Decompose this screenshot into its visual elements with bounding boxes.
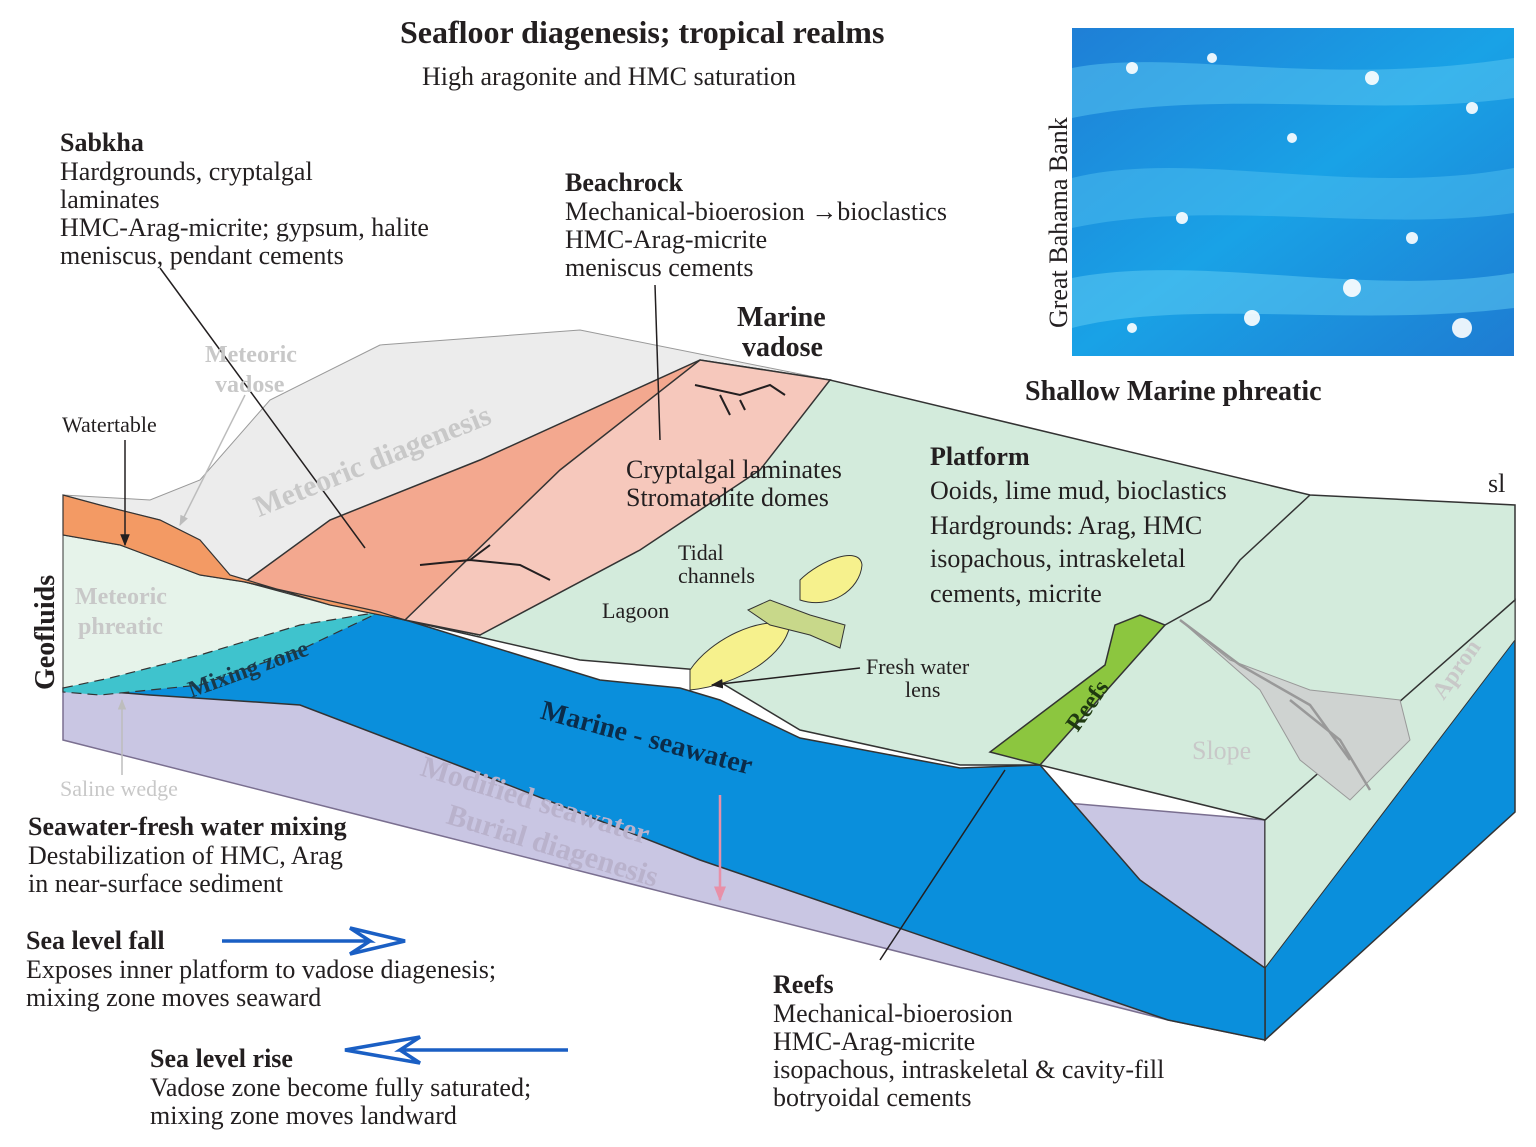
beachrock-cracks: [419, 383, 786, 581]
reefs-note-line: isopachous, intraskeletal & cavity-fill: [773, 1055, 1165, 1084]
beachrock-line: HMC-Arag-micrite: [565, 225, 768, 254]
reefs-note-line: HMC-Arag-micrite: [773, 1027, 976, 1056]
sea-level-rise-line: mixing zone moves landward: [150, 1101, 457, 1130]
beachrock-band: [403, 359, 832, 636]
tidal-channels-label: Tidal: [678, 540, 724, 565]
beachrock-line: meniscus cements: [565, 253, 754, 282]
tidal-shoal-upper: [799, 555, 863, 604]
cryptalgal-label: Cryptalgal laminates: [626, 455, 842, 484]
mixing-zone-area: [62, 611, 381, 696]
platform-line: cements, micrite: [930, 579, 1102, 608]
sabkha-line: meniscus, pendant cements: [60, 241, 344, 270]
diagram-subtitle: High aragonite and HMC saturation: [422, 62, 797, 91]
reefs-leader: [879, 769, 1006, 961]
shallow-marine-phreatic-label: Shallow Marine phreatic: [1025, 376, 1322, 407]
sea-level-fall-line: mixing zone moves seaward: [26, 983, 322, 1012]
shelf-edge-line: [1164, 494, 1311, 626]
meteoric-phreatic-label: Meteoric: [75, 584, 167, 610]
sabkha-line: Hardgrounds, cryptalgal: [60, 157, 313, 186]
sea-level-fall-line: Exposes inner platform to vadose diagene…: [26, 955, 497, 984]
mixing-note-heading: Seawater-fresh water mixing: [28, 812, 347, 841]
fresh-water-lens-label: Fresh water: [866, 654, 970, 679]
sea-level-rise-arrow: [344, 1035, 568, 1065]
lagoon-label: Lagoon: [602, 598, 670, 623]
sabkha-line: HMC-Arag-micrite; gypsum, halite: [60, 213, 429, 242]
mixing-note-line: in near-surface sediment: [28, 869, 284, 898]
marine-vadose-label: Marine: [737, 302, 826, 333]
platform-heading: Platform: [930, 442, 1030, 471]
apron-fan: [1179, 619, 1411, 801]
beachrock-leader: [654, 284, 661, 441]
sea-level-fall-arrow: [222, 926, 406, 956]
platform-line: Hardgrounds: Arag, HMC: [930, 511, 1203, 540]
reefs-note-line: botryoidal cements: [773, 1083, 972, 1112]
sea-level-fall-heading: Sea level fall: [26, 926, 165, 955]
slope-label: Slope: [1192, 736, 1252, 765]
tidal-channels-label: channels: [678, 563, 755, 588]
meteoric-vadose-arrow: [179, 394, 246, 526]
geofluids-label: Geofluids: [30, 574, 61, 690]
sabkha-heading: Sabkha: [60, 128, 144, 157]
tidal-channel: [746, 599, 846, 649]
apron-channels: [1179, 619, 1372, 791]
platform-line: Ooids, lime mud, bioclastics: [930, 476, 1227, 505]
mixing-note-line: Destabilization of HMC, Arag: [28, 841, 343, 870]
reefs-note-heading: Reefs: [773, 970, 834, 999]
platform-line: isopachous, intraskeletal: [930, 544, 1186, 573]
marine-vadose-label: vadose: [742, 332, 823, 363]
meteoric-vadose-label: Meteoric: [205, 342, 297, 368]
sea-level-rise-heading: Sea level rise: [150, 1044, 293, 1073]
photo-caption: Great Bahama Bank: [1044, 117, 1073, 328]
beachrock-line: Mechanical-bioerosion →bioclastics: [565, 197, 947, 226]
fresh-water-lens-label: lens: [905, 677, 941, 702]
sabkha-line: laminates: [60, 185, 160, 214]
meteoric-vadose-label: vadose: [215, 372, 285, 398]
watertable-strip: [62, 494, 406, 621]
diagram-title: Seafloor diagenesis; tropical realms: [400, 14, 885, 50]
meteoric-phreatic-label: phreatic: [78, 614, 163, 640]
cryptalgal-label: Stromatolite domes: [626, 483, 829, 512]
saline-wedge-label: Saline wedge: [60, 776, 178, 801]
sea-level-rise-line: Vadose zone become fully saturated;: [150, 1073, 532, 1102]
fresh-lens-arrow: [710, 667, 861, 689]
reefs-note-line: Mechanical-bioerosion: [773, 999, 1013, 1028]
reef-band: [988, 614, 1167, 766]
beachrock-heading: Beachrock: [565, 168, 683, 197]
sea-level-mark: sl: [1488, 469, 1506, 498]
watertable-label: Watertable: [62, 412, 157, 437]
great-bahama-bank-photo: [1072, 28, 1514, 356]
sabkha-leader: [159, 267, 366, 549]
